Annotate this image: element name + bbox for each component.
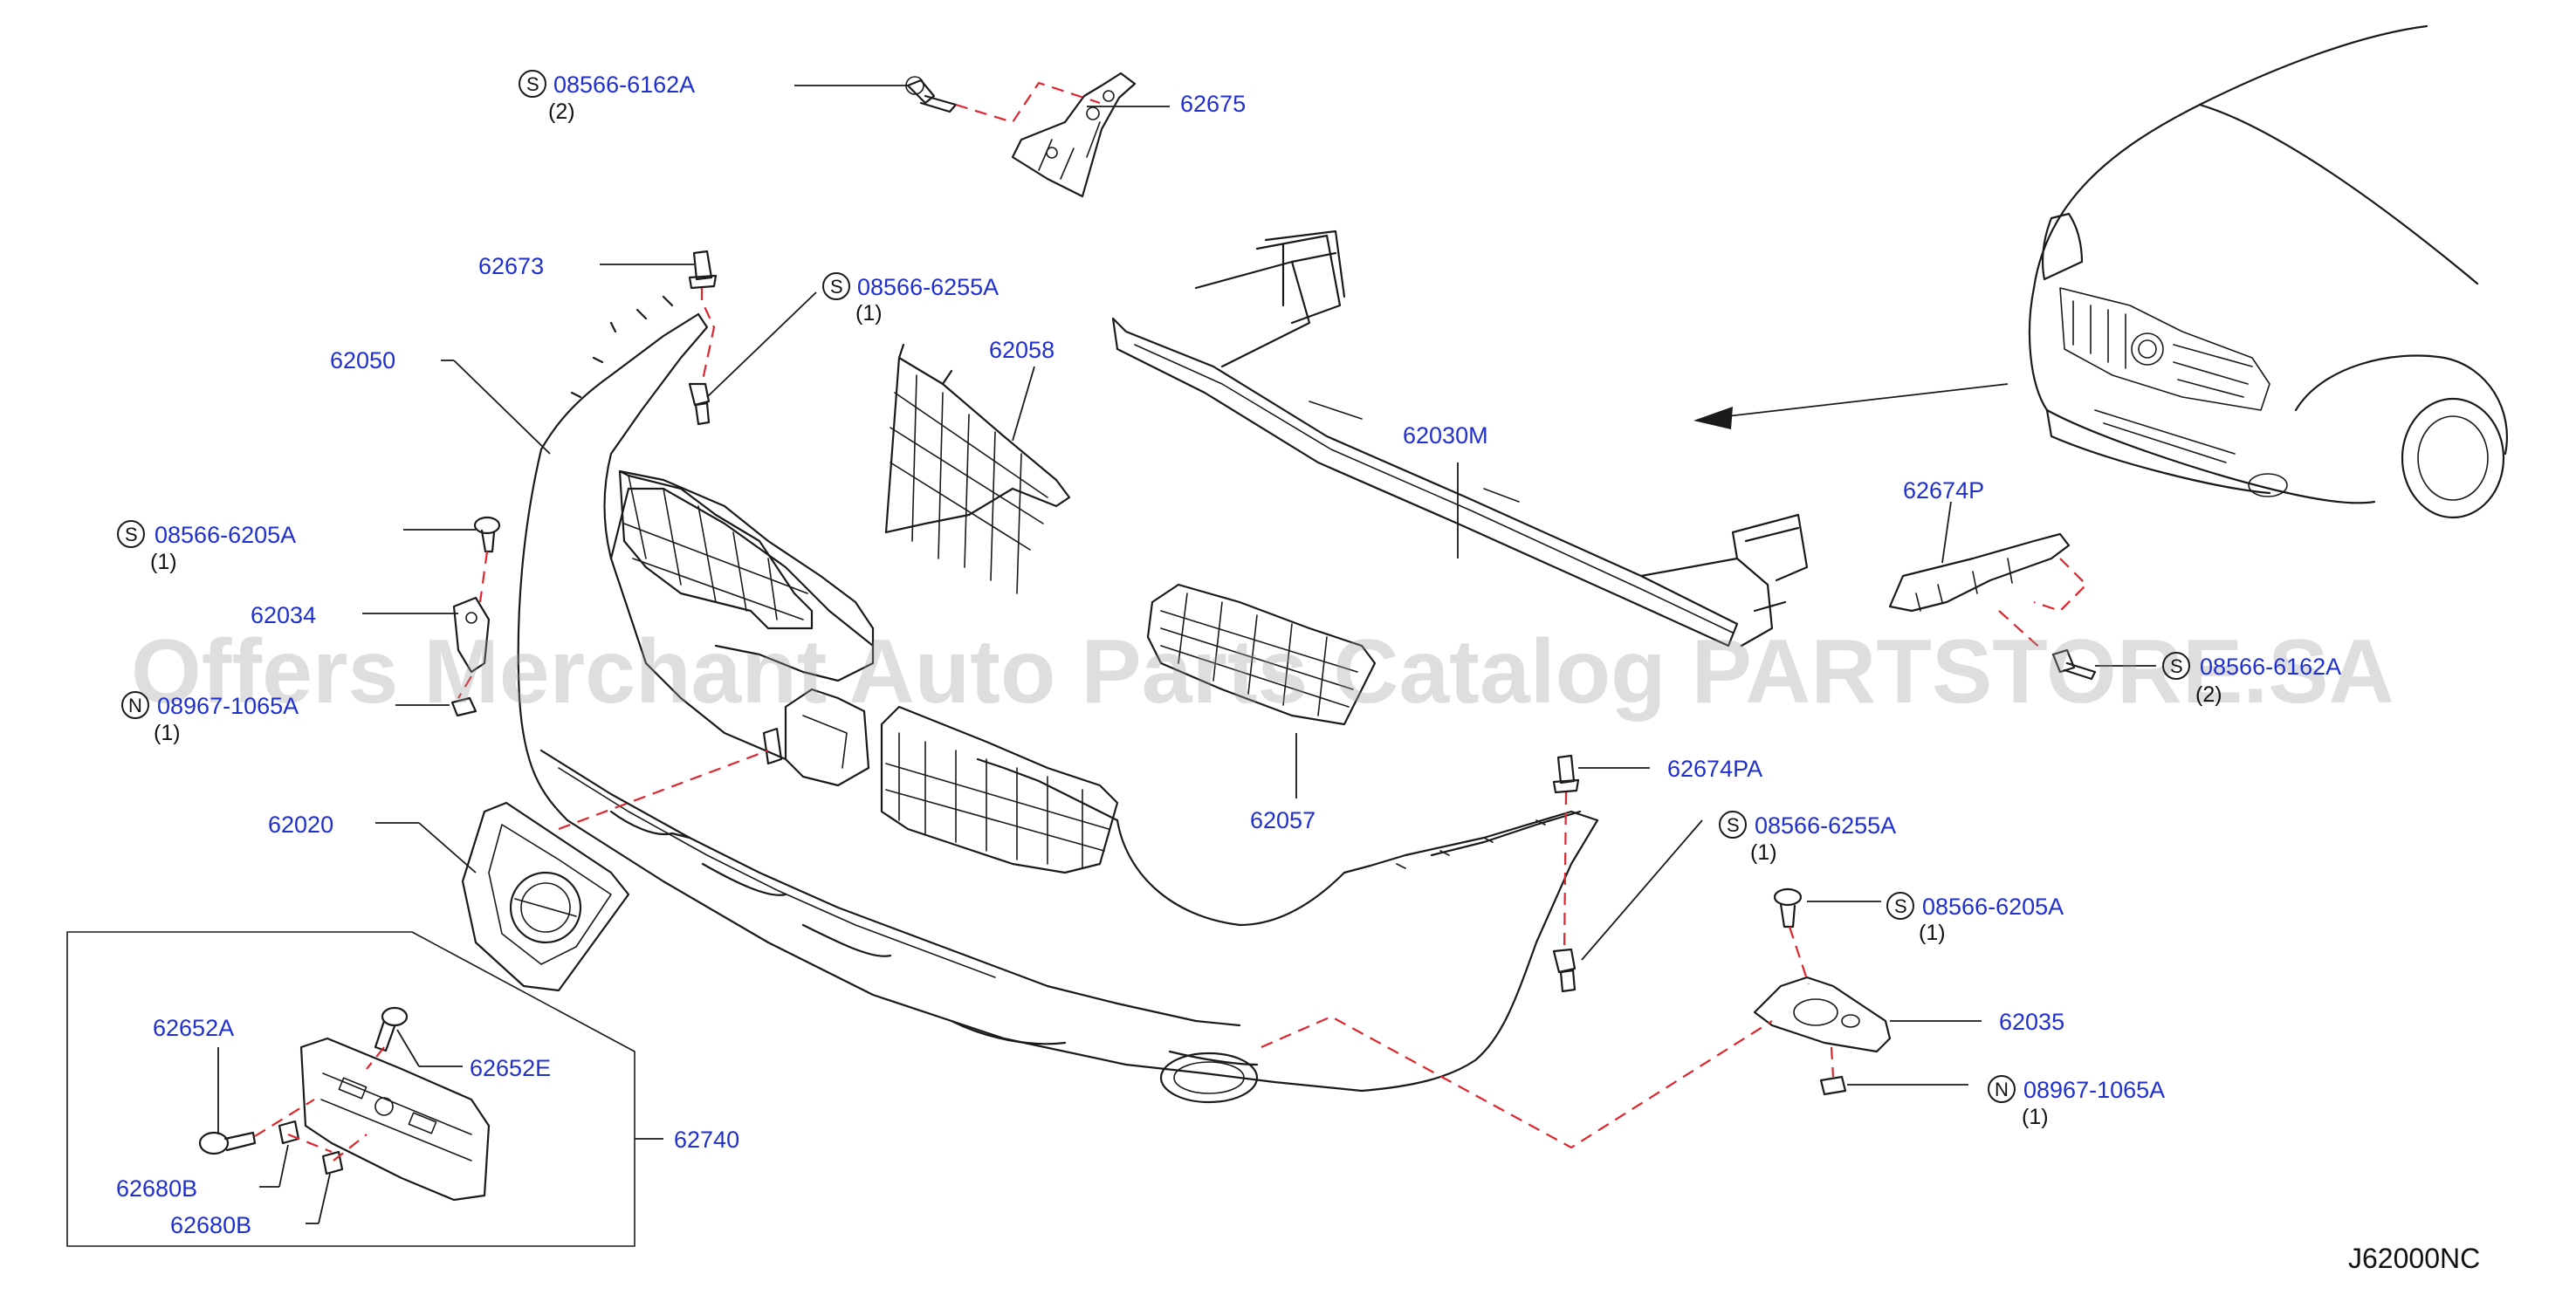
- screw-symbol-top: S: [519, 70, 546, 98]
- screw-08566-6162A-top: [905, 76, 958, 113]
- assembly-dashed-lines: [254, 81, 2088, 1161]
- clip-62674PA: [1552, 754, 1580, 794]
- emblem-grille-62020: [461, 801, 630, 992]
- nut-08967-1065A-left: [450, 696, 477, 717]
- bracket-62034: [452, 596, 491, 674]
- label-62740[interactable]: 62740: [674, 1127, 739, 1153]
- label-62035[interactable]: 62035: [1999, 1009, 2064, 1035]
- qty-08566-6255A-right: (1): [1750, 840, 1777, 865]
- vehicle-reference-illustration: [1693, 24, 2508, 519]
- qty-08566-6205A-left: (1): [150, 550, 177, 574]
- screw-08566-6255A-right: [1552, 948, 1577, 993]
- license-plate-kit-box: [66, 931, 663, 1247]
- label-62652A[interactable]: 62652A: [153, 1015, 234, 1041]
- qty-08566-6162A-top: (2): [548, 99, 575, 124]
- svg-text:S: S: [830, 276, 843, 298]
- lower-grille-62057: [1146, 583, 1377, 726]
- label-08566-6205A-right[interactable]: 08566-6205A: [1922, 894, 2064, 920]
- screw-08566-6255A-left: [688, 382, 711, 426]
- qty-08967-1065A-left: (1): [154, 721, 181, 745]
- nut-symbol-right: N: [1988, 1075, 2016, 1103]
- nut-08967-1065A-right: [1819, 1075, 1847, 1096]
- label-62034[interactable]: 62034: [251, 602, 316, 628]
- svg-text:S: S: [125, 524, 138, 545]
- grille-62058: [884, 343, 1071, 594]
- label-62058[interactable]: 62058: [989, 337, 1054, 363]
- qty-08967-1065A-right: (1): [2022, 1105, 2049, 1129]
- label-62680B-b[interactable]: 62680B: [170, 1212, 251, 1238]
- screw-62652A: [198, 1131, 257, 1155]
- screw-symbol-6255-left: S: [822, 272, 850, 300]
- nut-symbol-left: N: [121, 691, 149, 719]
- screw-08566-6162A-right: [2051, 648, 2097, 681]
- bumper-fascia-62050: [517, 295, 1599, 1104]
- watermark: Offers Merchant Auto Parts Catalog PARTS…: [131, 621, 2394, 723]
- bolt-08566-6205A-right: [1773, 887, 1803, 928]
- label-62674P[interactable]: 62674P: [1903, 477, 1984, 504]
- bracket-62035: [1753, 976, 1892, 1053]
- clip-62680B-a: [278, 1120, 300, 1145]
- svg-text:S: S: [526, 73, 539, 95]
- label-62673[interactable]: 62673: [478, 253, 544, 279]
- screw-symbol-6162-right: S: [2162, 652, 2190, 680]
- qty-08566-6205A-right: (1): [1919, 921, 1946, 945]
- clip-62680B-b: [321, 1150, 344, 1175]
- screw-symbol-6205-left: S: [117, 520, 145, 548]
- label-08967-1065A-right[interactable]: 08967-1065A: [2023, 1077, 2165, 1103]
- qty-08566-6255A-left: (1): [855, 301, 883, 325]
- label-62680B-a[interactable]: 62680B: [116, 1175, 197, 1202]
- label-08566-6205A-left[interactable]: 08566-6205A: [155, 522, 296, 548]
- bolt-08566-6205A-left: [473, 516, 501, 553]
- label-62057[interactable]: 62057: [1250, 807, 1315, 833]
- license-plate-bracket-62740: [299, 1037, 491, 1202]
- leader-lines: [217, 85, 2156, 1224]
- label-08566-6255A-left[interactable]: 08566-6255A: [857, 274, 999, 300]
- label-62030M[interactable]: 62030M: [1403, 422, 1488, 449]
- qty-08566-6162A-right: (2): [2195, 682, 2222, 707]
- label-62652E[interactable]: 62652E: [470, 1055, 551, 1081]
- bumper-reinforcement-62030M: [1111, 230, 1809, 648]
- diagram-code: J62000NC: [2348, 1243, 2480, 1274]
- screw-symbol-6255-right: S: [1719, 811, 1747, 839]
- svg-text:N: N: [128, 695, 142, 716]
- label-62674PA[interactable]: 62674PA: [1667, 756, 1762, 782]
- label-62675[interactable]: 62675: [1180, 91, 1246, 117]
- svg-text:S: S: [1894, 895, 1907, 917]
- clip-62673: [688, 250, 718, 290]
- bracket-62674P: [1888, 532, 2071, 613]
- screw-62652E: [374, 1006, 409, 1052]
- svg-text:N: N: [1995, 1079, 2009, 1100]
- screw-symbol-6205-right: S: [1886, 892, 1914, 920]
- svg-text:S: S: [2170, 655, 2183, 677]
- svg-text:S: S: [1727, 814, 1740, 836]
- label-62050[interactable]: 62050: [330, 347, 395, 373]
- label-08566-6255A-right[interactable]: 08566-6255A: [1755, 812, 1896, 839]
- bracket-62675: [1011, 72, 1137, 198]
- upper-grille-frame: [618, 469, 1119, 874]
- label-08967-1065A-left[interactable]: 08967-1065A: [157, 693, 299, 719]
- label-62020[interactable]: 62020: [268, 812, 333, 838]
- label-08566-6162A-top[interactable]: 08566-6162A: [553, 72, 695, 98]
- label-08566-6162A-right[interactable]: 08566-6162A: [2200, 654, 2341, 680]
